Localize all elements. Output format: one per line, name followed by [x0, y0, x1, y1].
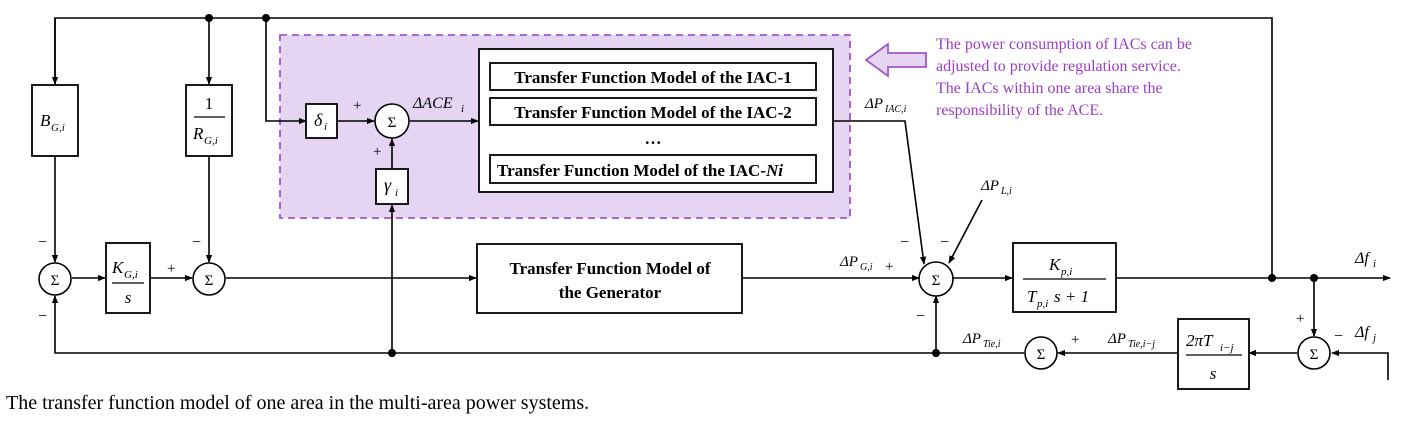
svg-text:R: R — [192, 124, 204, 143]
svg-text:Transfer Function Model of: Transfer Function Model of — [510, 259, 711, 278]
svg-text:j: j — [1371, 332, 1376, 344]
svg-text:i: i — [324, 121, 327, 133]
sum-junction-bias: Σ — [38, 262, 72, 296]
svg-text:−: − — [1334, 328, 1343, 345]
svg-text:+: + — [353, 98, 361, 114]
note-pointer-arrow — [864, 42, 927, 78]
svg-text:ΔP: ΔP — [962, 331, 981, 347]
svg-text:+: + — [885, 259, 893, 275]
svg-text:The IACs within one area share: The IACs within one area share the — [936, 80, 1163, 97]
svg-text:G,i: G,i — [860, 262, 873, 273]
svg-text:+: + — [167, 261, 175, 277]
svg-text:−: − — [940, 234, 949, 251]
svg-text:p,i: p,i — [1060, 266, 1072, 278]
label-delta-p-load: ΔP L,i — [980, 178, 1012, 197]
svg-text:T: T — [1027, 287, 1038, 306]
svg-text:K: K — [111, 258, 125, 277]
sum-junction-main: Σ — [918, 261, 954, 297]
label-delta-p-gen: ΔP G,i — [839, 254, 873, 273]
svg-text:i−j: i−j — [1220, 342, 1234, 354]
delta-block: δ i — [305, 103, 338, 139]
svg-text:Σ: Σ — [205, 273, 214, 289]
svg-text:G,i: G,i — [51, 122, 65, 134]
svg-text:s + 1: s + 1 — [1054, 287, 1089, 306]
tie-line-block: 2πT i−j s — [1177, 318, 1250, 390]
svg-text:Transfer Function Model of the: Transfer Function Model of the IAC-2 — [514, 103, 792, 122]
svg-text:s: s — [1210, 364, 1217, 383]
label-delta-f-i: Δf i — [1354, 250, 1376, 270]
generator-block: Transfer Function Model of the Generator — [476, 243, 743, 314]
label-delta-p-tie-ij: ΔP Tie,i−j — [1107, 331, 1155, 350]
svg-text:K: K — [1048, 255, 1062, 274]
sum-junction-tie: Σ — [1024, 336, 1058, 370]
svg-text:i: i — [461, 103, 464, 115]
svg-text:Σ: Σ — [1310, 347, 1319, 363]
svg-text:+: + — [1071, 332, 1079, 348]
svg-text:IAC,i: IAC,i — [884, 104, 907, 115]
svg-text:i: i — [1373, 258, 1376, 270]
label-ace: ΔACE i — [412, 95, 464, 115]
svg-text:G,i: G,i — [204, 135, 218, 147]
svg-text:responsibility of the ACE.: responsibility of the ACE. — [936, 102, 1103, 119]
svg-text:Δf: Δf — [1354, 250, 1371, 267]
svg-text:s: s — [125, 288, 132, 307]
svg-text:γ: γ — [384, 175, 392, 195]
svg-text:−: − — [38, 234, 47, 251]
droop-block: 1 R G,i — [185, 84, 233, 157]
sum-junction-droop: Σ — [192, 262, 226, 296]
iac-ellipsis: … — [645, 129, 662, 148]
svg-text:The power consumption of IACs: The power consumption of IACs can be — [936, 36, 1192, 53]
svg-text:+: + — [1296, 311, 1304, 327]
integral-gain-block: K G,i s — [105, 242, 151, 314]
svg-text:L,i: L,i — [1000, 186, 1012, 197]
svg-text:B: B — [40, 111, 51, 130]
sum-junction-ace: Σ — [374, 103, 410, 139]
svg-text:−: − — [916, 308, 925, 325]
svg-text:+: + — [373, 144, 381, 160]
svg-text:G,i: G,i — [124, 269, 138, 281]
svg-text:Δf: Δf — [1354, 324, 1371, 341]
svg-text:−: − — [192, 234, 201, 251]
svg-text:2πT: 2πT — [1186, 331, 1214, 350]
bias-block: B G,i — [31, 84, 79, 157]
svg-text:the Generator: the Generator — [559, 283, 662, 302]
iac-block-2: Transfer Function Model of the IAC-2 — [489, 97, 817, 126]
svg-text:ΔP: ΔP — [1107, 331, 1126, 347]
svg-text:1: 1 — [205, 94, 214, 113]
svg-text:adjusted to provide regulation: adjusted to provide regulation service. — [936, 58, 1181, 75]
svg-text:Tie,i−j: Tie,i−j — [1128, 339, 1155, 350]
svg-text:ΔP: ΔP — [980, 178, 999, 194]
iac-block-n: Transfer Function Model of the IAC-Ni — [489, 154, 817, 184]
svg-text:Transfer Function Model of the: Transfer Function Model of the IAC-1 — [514, 68, 792, 87]
svg-text:−: − — [900, 234, 909, 251]
svg-text:δ: δ — [314, 110, 323, 130]
svg-text:Σ: Σ — [51, 273, 60, 289]
label-delta-p-iac: ΔP IAC,i — [864, 96, 907, 115]
iac-block-1: Transfer Function Model of the IAC-1 — [489, 62, 817, 91]
svg-text:Transfer Function Model of the: Transfer Function Model of the IAC-Ni — [497, 161, 783, 180]
label-delta-p-tie-i: ΔP Tie,i — [962, 331, 1001, 350]
gamma-block: γ i — [375, 168, 409, 205]
iac-note: The power consumption of IACs can be adj… — [936, 36, 1192, 119]
svg-text:ΔP: ΔP — [839, 254, 858, 270]
svg-text:Σ: Σ — [388, 115, 397, 131]
label-delta-f-j: Δf j — [1354, 324, 1376, 344]
svg-text:Σ: Σ — [1037, 347, 1046, 363]
svg-text:−: − — [38, 308, 47, 325]
svg-text:Tie,i: Tie,i — [983, 339, 1001, 350]
svg-text:Σ: Σ — [932, 273, 941, 289]
svg-text:p,i: p,i — [1036, 298, 1048, 310]
svg-text:i: i — [395, 187, 398, 199]
sum-junction-freq-diff: Σ — [1297, 336, 1331, 370]
svg-text:ΔACE: ΔACE — [412, 95, 453, 112]
svg-text:ΔP: ΔP — [864, 96, 883, 112]
figure-caption: The transfer function model of one area … — [6, 392, 590, 414]
power-system-block: K p,i T p,i s + 1 — [1012, 242, 1117, 313]
